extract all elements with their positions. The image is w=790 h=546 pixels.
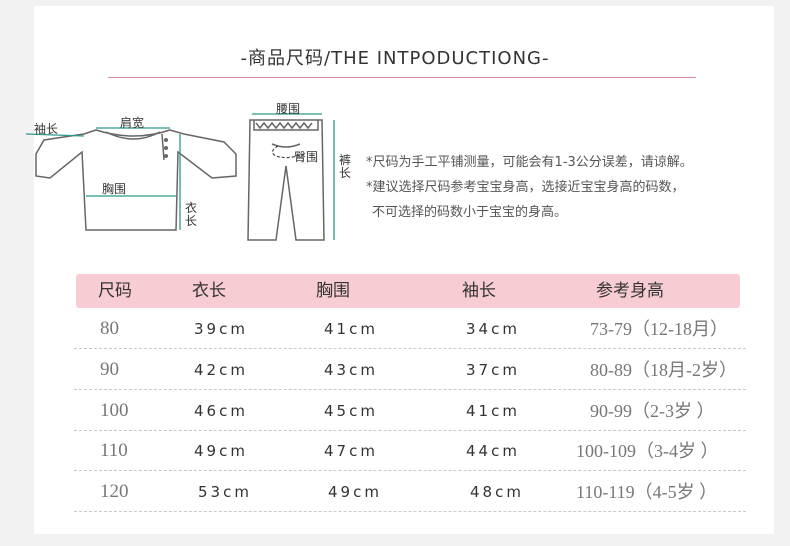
row-divider (74, 470, 746, 471)
shirt-outline (35, 129, 237, 231)
cell-size: 80 (100, 318, 119, 339)
shoulder-label: 肩宽 (120, 116, 145, 130)
table-row: 100 46cm 45cm 41cm 90-99（2-3岁 ） (74, 391, 746, 431)
cell-chest: 43cm (324, 361, 378, 379)
cell-size: 110 (100, 440, 128, 461)
cell-height: 73-79（12-18月） (590, 319, 728, 339)
cell-length: 53cm (198, 483, 252, 501)
page-title: -商品尺码/THE INTPODUCTIONG- (240, 48, 550, 69)
pants-length-label: 裤 长 (338, 153, 351, 180)
size-notes: *尺码为手工平铺测量，可能会有1-3公分误差，请谅解。 *建议选择尺码参考宝宝身… (366, 150, 693, 225)
waist-label: 腰围 (276, 102, 301, 116)
cell-sleeve: 44cm (466, 442, 520, 460)
cell-sleeve: 48cm (470, 483, 524, 501)
header-height: 参考身高 (596, 281, 664, 301)
row-divider (74, 511, 746, 512)
row-divider (74, 430, 746, 431)
sleeve-label: 袖长 (34, 122, 59, 136)
hip-label: 臀围 (294, 150, 319, 164)
table-row: 90 42cm 43cm 37cm 80-89（18月-2岁） (74, 350, 746, 390)
row-divider (74, 348, 746, 349)
cell-chest: 49cm (328, 483, 382, 501)
note-line: 不可选择的码数小于宝宝的身高。 (372, 205, 568, 220)
cell-height: 80-89（18月-2岁） (590, 360, 737, 380)
cell-sleeve: 34cm (466, 320, 520, 338)
title-divider (108, 77, 696, 78)
garment-illustration (25, 113, 335, 241)
header-sleeve: 袖长 (462, 281, 496, 301)
row-divider (74, 389, 746, 390)
cell-chest: 45cm (324, 402, 378, 420)
cell-sleeve: 37cm (466, 361, 520, 379)
cell-chest: 41cm (324, 320, 378, 338)
length-label: 衣 长 (184, 201, 197, 228)
cell-length: 42cm (194, 361, 248, 379)
cell-length: 49cm (194, 442, 248, 460)
cell-size: 120 (100, 481, 129, 502)
chest-label: 胸围 (102, 182, 127, 196)
cell-length: 46cm (194, 402, 248, 420)
cell-size: 100 (100, 400, 129, 421)
measurement-diagram: 袖长 肩宽 胸围 衣 长 腰围 臀围 裤 长 (0, 90, 360, 260)
cell-chest: 47cm (324, 442, 378, 460)
cell-height: 100-109（3-4岁 ） (576, 441, 719, 461)
header-chest: 胸围 (316, 281, 350, 301)
table-row: 80 39cm 41cm 34cm 73-79（12-18月） (74, 309, 746, 349)
size-table-header: 尺码 衣长 胸围 袖长 参考身高 (76, 274, 740, 308)
content-card (34, 6, 774, 534)
note-line: *尺码为手工平铺测量，可能会有1-3公分误差，请谅解。 (366, 155, 693, 170)
cell-height: 110-119（4-5岁 ） (576, 482, 718, 502)
header-length: 衣长 (192, 281, 226, 301)
cell-length: 39cm (194, 320, 248, 338)
table-row: 110 49cm 47cm 44cm 100-109（3-4岁 ） (74, 431, 746, 471)
hip-guide (271, 145, 305, 159)
note-line: *建议选择尺码参考宝宝身高，选接近宝宝身高的码数， (366, 180, 685, 195)
header-size: 尺码 (98, 281, 132, 301)
pants-outline (247, 119, 325, 241)
cell-height: 90-99（2-3岁 ） (590, 401, 715, 421)
cell-sleeve: 41cm (466, 402, 520, 420)
table-row: 120 53cm 49cm 48cm 110-119（4-5岁 ） (74, 472, 746, 512)
measure-lines (25, 113, 335, 240)
cell-size: 90 (100, 359, 119, 380)
